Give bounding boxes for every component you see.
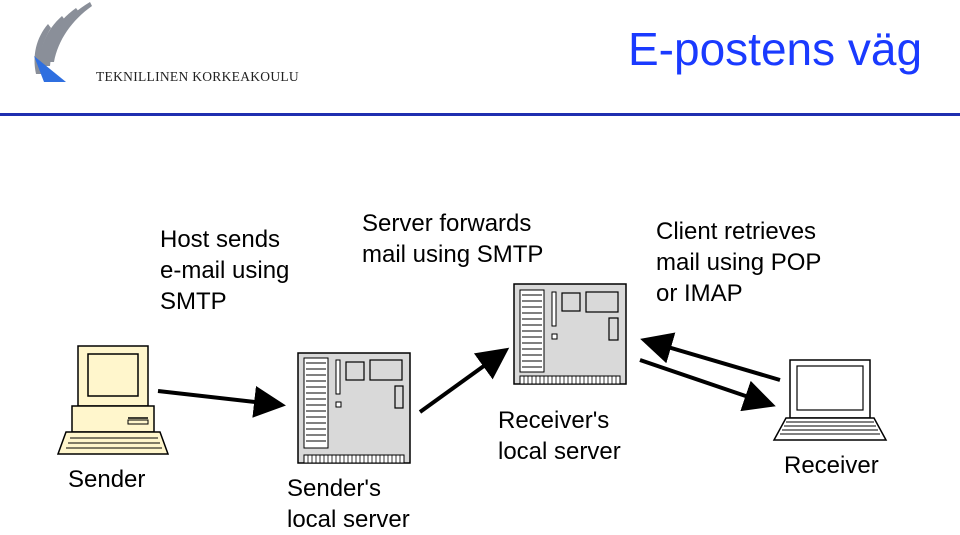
step1-caption: Host sends e-mail using SMTP <box>160 224 289 317</box>
sender-server-line1: Sender's <box>287 475 381 502</box>
arrow-sender-to-server <box>157 385 286 418</box>
receiver-server-line1: Receiver's <box>498 407 610 434</box>
sender-server-line2: local server <box>287 506 410 533</box>
laptop-computer-icon <box>772 359 888 441</box>
logo-text: TEKNILLINEN KORKEAKOULU <box>96 69 299 84</box>
desktop-computer-icon <box>56 345 170 455</box>
step3-caption: Client retrieves mail using POP or IMAP <box>656 216 821 309</box>
sender-server-icon <box>297 352 411 464</box>
receiver-label: Receiver <box>784 452 879 479</box>
arrow-receiver-server-to-client <box>639 358 776 412</box>
arrow-client-to-receiver-server <box>640 332 781 382</box>
arrow-server-to-receiver-server <box>418 347 510 414</box>
sender-label: Sender <box>68 466 146 493</box>
page-title: E-postens väg <box>628 23 923 75</box>
step1-line3: SMTP <box>160 288 227 315</box>
receiver-server-icon <box>513 283 627 385</box>
step1-line1: Host sends <box>160 226 281 253</box>
step1-line2: e-mail using <box>160 257 290 284</box>
sender-server-label: Sender's local server <box>287 473 410 535</box>
receiver-server-label: Receiver's local server <box>498 405 621 467</box>
step3-line1: Client retrieves <box>656 218 817 245</box>
step2-line2: mail using SMTP <box>362 241 544 268</box>
step3-line3: or IMAP <box>656 280 743 307</box>
step2-line1: Server forwards <box>362 210 532 237</box>
header-divider <box>0 113 960 116</box>
receiver-server-line2: local server <box>498 438 621 465</box>
step3-line2: mail using POP <box>656 249 822 276</box>
step2-caption: Server forwards mail using SMTP <box>362 208 543 270</box>
